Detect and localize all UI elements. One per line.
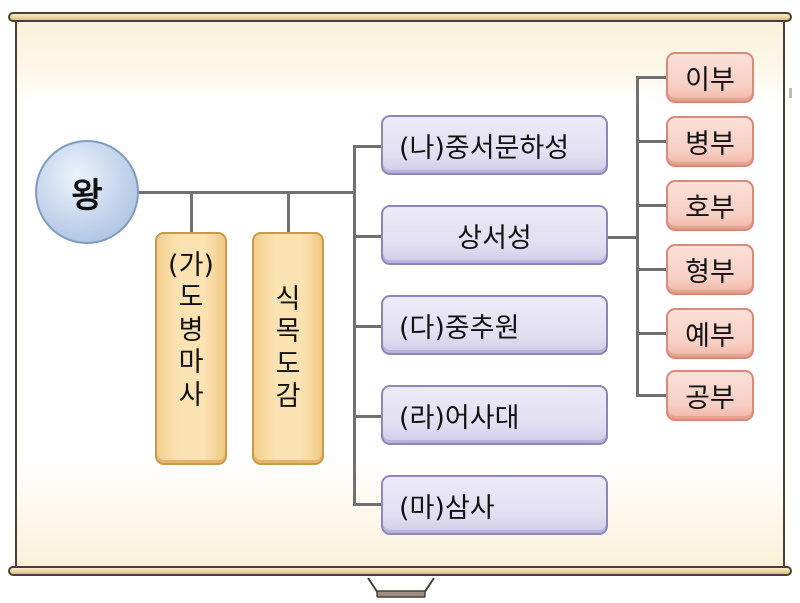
ministry-5-label: 예부 <box>685 321 735 352</box>
connector-office-1 <box>353 145 381 148</box>
connector-root-horizontal <box>139 191 355 194</box>
council-2-line-1: 식 <box>275 284 301 315</box>
ministry-byeongbu: 병부 <box>666 116 754 167</box>
ministry-hyeongbu: 형부 <box>666 244 754 295</box>
council-1-line-4: 마 <box>178 347 204 379</box>
council-dobyeongmasa: (가) 도 병 마 사 <box>155 232 227 465</box>
office-3-label: (다)중추원 <box>399 312 520 344</box>
connector-ministry-5 <box>636 332 666 335</box>
connector-office-4 <box>353 415 381 418</box>
scroll-pull-handle <box>367 578 435 598</box>
connector-office-5 <box>353 503 381 506</box>
office-samsa: (마)삼사 <box>381 475 608 535</box>
council-1-line-5: 사 <box>178 379 204 411</box>
council-2-line-4: 감 <box>275 381 301 413</box>
ministry-hobu: 호부 <box>666 180 754 231</box>
office-1-label: (나)중서문하성 <box>399 132 570 164</box>
council-1-line-1: (가) <box>168 250 214 281</box>
ministry-4-label: 형부 <box>685 257 735 288</box>
office-jungchuwon: (다)중추원 <box>381 295 608 355</box>
connector-ministries-spine <box>636 76 639 397</box>
council-sikmokdogam: 식 목 도 감 <box>252 232 324 465</box>
ministry-yebu: 예부 <box>666 308 754 359</box>
connector-ministry-1 <box>636 76 666 79</box>
council-2-line-3: 도 <box>275 348 301 380</box>
ministry-1-label: 이부 <box>685 65 735 96</box>
office-jungseomunhaseong: (나)중서문하성 <box>381 115 608 175</box>
edge-mark <box>789 88 792 98</box>
council-1-line-2: 도 <box>178 282 204 314</box>
ministry-gongbu: 공부 <box>666 370 754 421</box>
council-1-line-3: 병 <box>178 314 204 346</box>
office-5-label: (마)삼사 <box>399 492 495 524</box>
scroll-top-rod <box>8 12 792 22</box>
office-sangseoseong: 상서성 <box>381 205 608 265</box>
connector-ministry-2 <box>636 140 666 143</box>
ministry-6-label: 공부 <box>685 383 735 414</box>
connector-council-2-drop <box>287 192 290 232</box>
connector-ministry-6 <box>636 394 666 397</box>
connector-office-2 <box>353 235 381 238</box>
connector-council-1-drop <box>190 192 193 232</box>
council-2-line-2: 목 <box>275 316 301 348</box>
ministry-ibu: 이부 <box>666 52 754 103</box>
scroll-bottom-rod <box>8 566 792 576</box>
king-label: 왕 <box>71 175 103 216</box>
office-eosadae: (라)어사대 <box>381 385 608 445</box>
ministry-2-label: 병부 <box>685 129 735 160</box>
connector-ministry-3 <box>636 204 666 207</box>
king-node: 왕 <box>35 140 139 244</box>
office-4-label: (라)어사대 <box>399 402 520 434</box>
connector-ministries-horizontal <box>608 236 638 239</box>
office-2-label: 상서성 <box>457 222 532 254</box>
connector-office-3 <box>353 325 381 328</box>
ministry-3-label: 호부 <box>685 193 735 224</box>
connector-ministry-4 <box>636 268 666 271</box>
